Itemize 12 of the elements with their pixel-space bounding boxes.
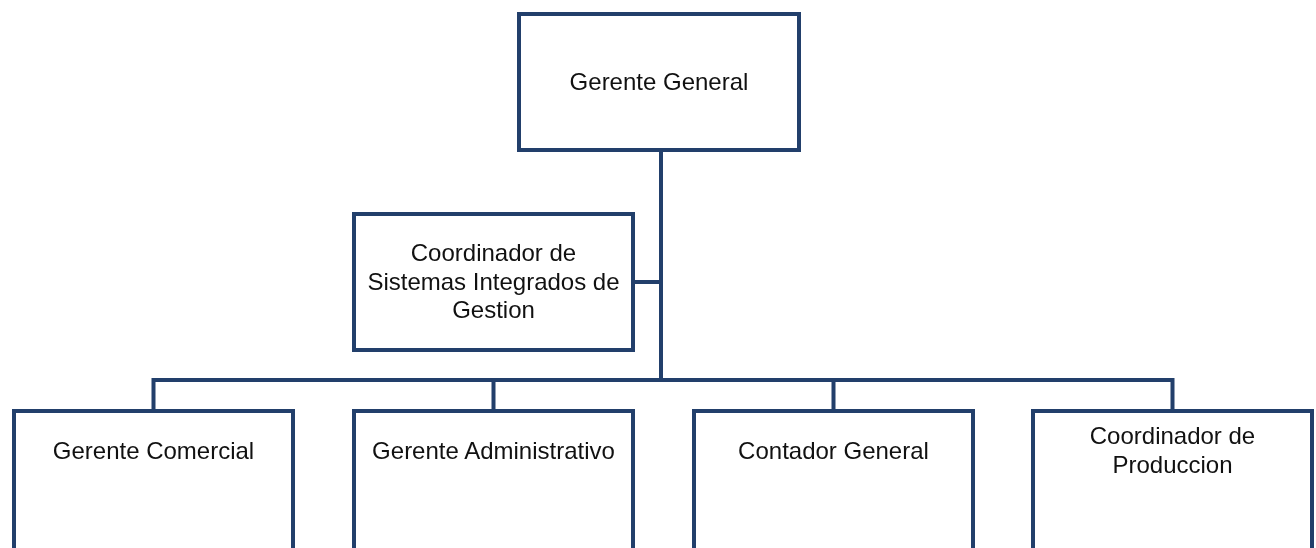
org-box <box>352 212 635 352</box>
org-box <box>517 12 801 152</box>
org-box <box>692 409 975 548</box>
role-title: Gerente Administrativo <box>372 435 615 466</box>
role-title: Coordinador de Sistemas Integrados de Gestion <box>366 238 621 326</box>
role-title: Coordinador de Produccion <box>1088 421 1257 480</box>
org-box <box>352 409 635 548</box>
org-box <box>12 409 295 548</box>
role-title: Gerente Comercial <box>52 435 255 466</box>
role-title: Contador General <box>738 435 929 466</box>
org-box <box>1031 409 1314 548</box>
role-title: Gerente General <box>569 67 749 97</box>
